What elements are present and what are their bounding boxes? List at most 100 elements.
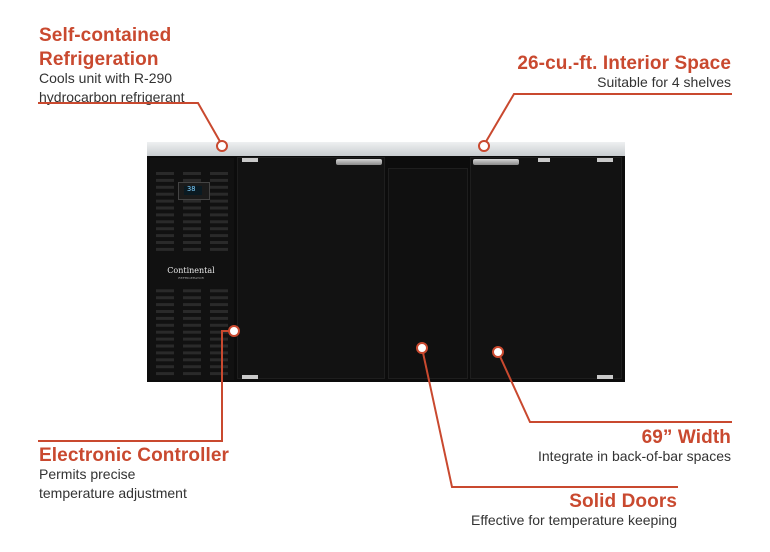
vent-slot [210,241,228,244]
vent-slot [183,241,201,244]
doors-leader-line [421,347,678,488]
vent-slot [210,234,228,238]
refrigeration-leader-line [38,102,223,146]
width-marker [492,346,504,358]
vent-slot [210,337,228,341]
hinge-top-right [597,158,613,162]
vent-slot [156,351,174,355]
right-door [470,157,622,379]
vent-slot [156,178,174,182]
vent-slot [156,213,174,217]
vent-slot [156,337,174,341]
vent-slot [156,234,174,238]
controller-desc-line2: temperature adjustment [39,485,187,501]
vent-slot [156,358,174,362]
brand-subtitle: REFRIGERATOR [178,276,204,280]
electronic-controller: 38 [178,182,210,200]
refrigeration-description: Cools unit with R-290 hydrocarbon refrig… [39,69,185,107]
hinge-middle-top [538,158,550,162]
vent-slot [210,344,228,348]
vent-slot [210,316,228,320]
vent-slot [156,365,174,369]
vent-slot [210,323,228,327]
vent-slot [183,303,201,307]
middle-panel [388,168,468,379]
hinge-bottom-left [242,375,258,379]
vent-slot [156,227,174,231]
vent-slot [183,365,201,369]
vent-slot [210,206,228,210]
vent-slot [156,220,174,224]
vent-slot [210,185,228,189]
vent-slot [183,358,201,362]
vent-slot [210,289,228,293]
vent-slot [183,289,201,293]
vent-slot [156,330,174,334]
doors-description: Effective for temperature keeping [471,512,677,528]
vent-slot [183,247,201,251]
vent-slot [183,330,201,334]
vent-slot [156,247,174,251]
controller-leader-line [38,330,234,442]
vent-slot [156,310,174,313]
vent-slot [183,296,201,300]
vent-grille [156,172,228,376]
doors-title: Solid Doors [569,491,677,512]
left-door [237,157,385,379]
vent-slot [183,344,201,348]
refrigeration-title: Self-contained Refrigeration [39,24,171,72]
vent-slot [210,330,228,334]
vent-slot [183,337,201,341]
controller-title: Electronic Controller [39,445,230,466]
vent-slot [183,310,201,313]
vent-slot [210,310,228,313]
vent-slot [210,296,228,300]
vent-slot [156,289,174,293]
vent-slot [210,358,228,362]
width-title: 69” Width [641,427,731,448]
vent-slot [210,365,228,369]
width-leader-line [497,351,732,423]
controller-description: Permits precise temperature adjustment [39,465,187,503]
interior-description: Suitable for 4 shelves [597,74,731,90]
vent-slot [210,172,228,175]
vent-slot [156,323,174,327]
vent-slot [210,192,228,196]
vent-slot [183,206,201,210]
vent-slot [210,227,228,231]
vent-slot [156,192,174,196]
vent-slot [183,372,201,376]
interior-leader-line [483,93,732,146]
vent-slot [183,220,201,224]
controller-desc-line1: Permits precise [39,466,136,482]
vent-slot [210,247,228,251]
vent-slot [210,213,228,217]
refrigeration-desc-line1: Cools unit with R-290 [39,70,173,86]
vent-slot [156,172,174,175]
vent-slot [183,351,201,355]
hinge-top-left [242,158,258,162]
vent-slot [183,316,201,320]
vent-slot [210,220,228,224]
vent-slot [156,241,174,244]
brand-logo: Continental REFRIGERATOR [163,266,219,282]
vent-slot [210,372,228,376]
vent-slot [183,227,201,231]
controller-readout: 38 [187,185,196,193]
doors-marker [416,342,428,354]
refrigeration-desc-line2: hydrocarbon refrigerant [39,89,185,105]
width-description: Integrate in back-of-bar spaces [538,448,731,464]
vent-slot [210,351,228,355]
left-door-handle [336,159,382,165]
vent-slot [156,344,174,348]
vent-slot [156,199,174,203]
vent-slot [156,372,174,376]
vent-slot [156,316,174,320]
vent-slot [183,172,201,175]
vent-slot [183,213,201,217]
brand-name: Continental [167,266,215,275]
vent-slot [183,199,201,203]
countertop-panel [147,142,625,156]
interior-marker [478,140,490,152]
